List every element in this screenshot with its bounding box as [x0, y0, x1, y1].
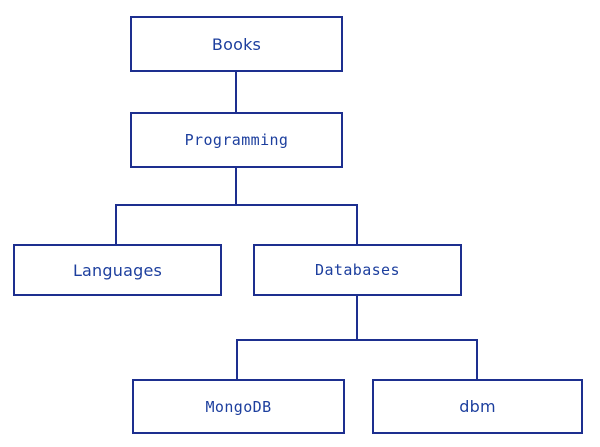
edge-bus-to-dbm	[476, 339, 478, 380]
edge-bus-to-databases	[356, 204, 358, 245]
node-programming[interactable]: Programming	[130, 112, 343, 168]
node-languages[interactable]: Languages	[13, 244, 222, 296]
edge-databases-bus	[236, 339, 478, 341]
edge-databases-stem	[356, 295, 358, 341]
edge-bus-to-languages	[115, 204, 117, 245]
edge-bus-to-mongodb	[236, 339, 238, 380]
node-mongodb[interactable]: MongoDB	[132, 379, 345, 434]
node-databases[interactable]: Databases	[253, 244, 462, 296]
edge-books-programming	[235, 71, 237, 113]
node-books[interactable]: Books	[130, 16, 343, 72]
edge-programming-bus	[115, 204, 358, 206]
edge-programming-stem	[235, 167, 237, 206]
node-dbm[interactable]: dbm	[372, 379, 583, 434]
